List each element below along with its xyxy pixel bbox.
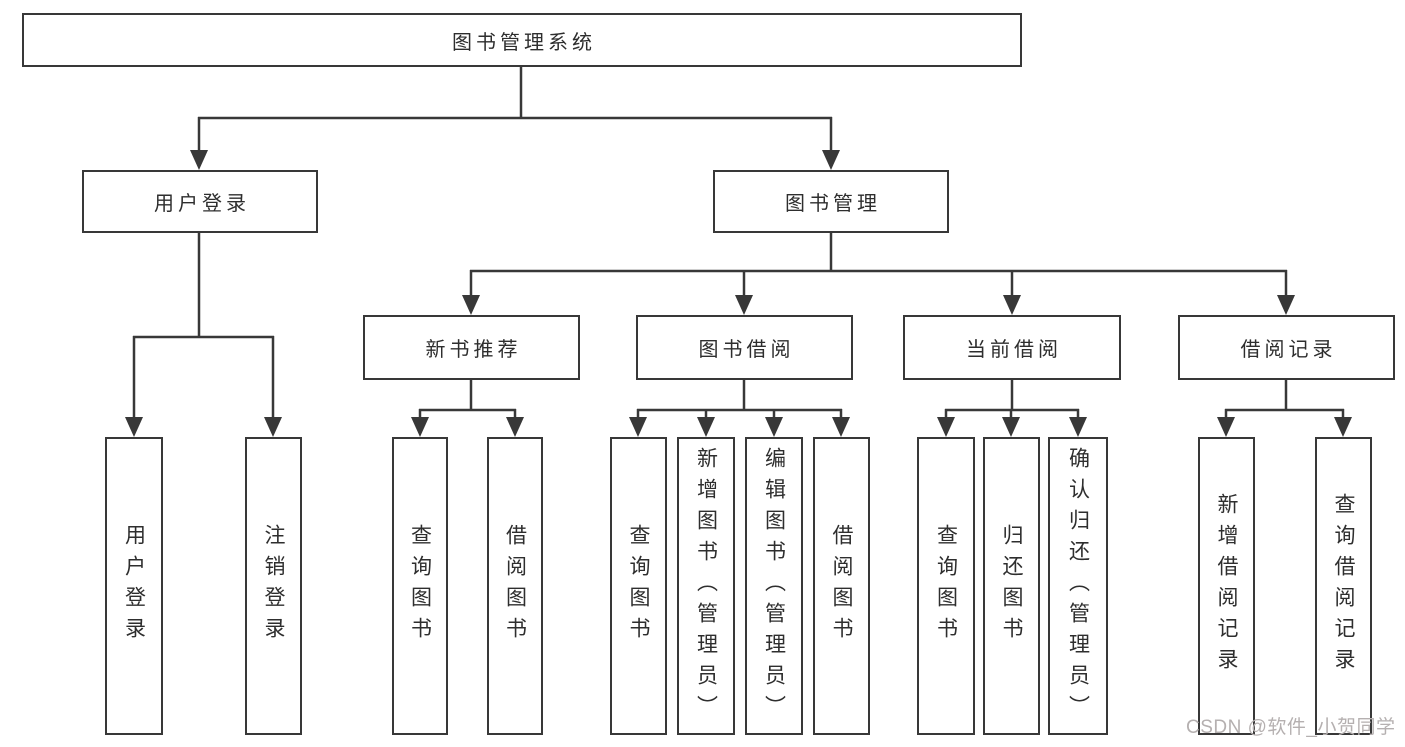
node-library-management-system: 图书管理系统: [22, 13, 1022, 67]
node-new-book-recommendation: 新书推荐: [363, 315, 580, 380]
leaf-query-books-current-label: 查询图书: [934, 524, 958, 648]
leaf-logout-label: 注销登录: [262, 524, 285, 648]
node-book-borrowing: 图书借阅: [636, 315, 853, 380]
leaf-user-login: 用户登录: [105, 437, 163, 735]
leaf-query-books-borrowing: 查询图书: [610, 437, 667, 735]
leaf-borrow-books-recommend: 借阅图书: [487, 437, 543, 735]
leaf-query-books-recommend: 查询图书: [392, 437, 448, 735]
csdn-watermark: CSDN @软件_小贺同学: [1186, 717, 1396, 738]
node-book-management: 图书管理: [713, 170, 949, 233]
leaf-borrow-books-borrowing: 借阅图书: [813, 437, 870, 735]
leaf-user-login-label: 用户登录: [122, 524, 146, 648]
leaf-return-books: 归还图书: [983, 437, 1040, 735]
leaf-query-books-current: 查询图书: [917, 437, 975, 735]
leaf-return-books-label: 归还图书: [1000, 524, 1023, 648]
leaf-confirm-return-admin-label: 确认归还（管理员）: [1066, 446, 1090, 726]
leaf-add-borrow-record: 新增借阅记录: [1198, 437, 1255, 735]
leaf-query-books-borrowing-label: 查询图书: [627, 524, 650, 648]
leaf-query-books-recommend-label: 查询图书: [408, 524, 432, 648]
leaf-borrow-books-recommend-label: 借阅图书: [503, 524, 527, 648]
node-current-borrowing: 当前借阅: [903, 315, 1121, 380]
leaf-logout: 注销登录: [245, 437, 302, 735]
node-borrowing-records: 借阅记录: [1178, 315, 1395, 380]
leaf-query-borrow-record-label: 查询借阅记录: [1332, 493, 1355, 679]
leaf-borrow-books-borrowing-label: 借阅图书: [830, 524, 853, 648]
leaf-query-borrow-record: 查询借阅记录: [1315, 437, 1372, 735]
leaf-confirm-return-admin: 确认归还（管理员）: [1048, 437, 1108, 735]
node-user-login: 用户登录: [82, 170, 318, 233]
leaf-edit-book-admin: 编辑图书（管理员）: [745, 437, 803, 735]
leaf-add-book-admin: 新增图书（管理员）: [677, 437, 735, 735]
leaf-edit-book-admin-label: 编辑图书（管理员）: [762, 446, 786, 726]
leaf-add-borrow-record-label: 新增借阅记录: [1215, 493, 1238, 679]
leaf-add-book-admin-label: 新增图书（管理员）: [694, 446, 718, 726]
